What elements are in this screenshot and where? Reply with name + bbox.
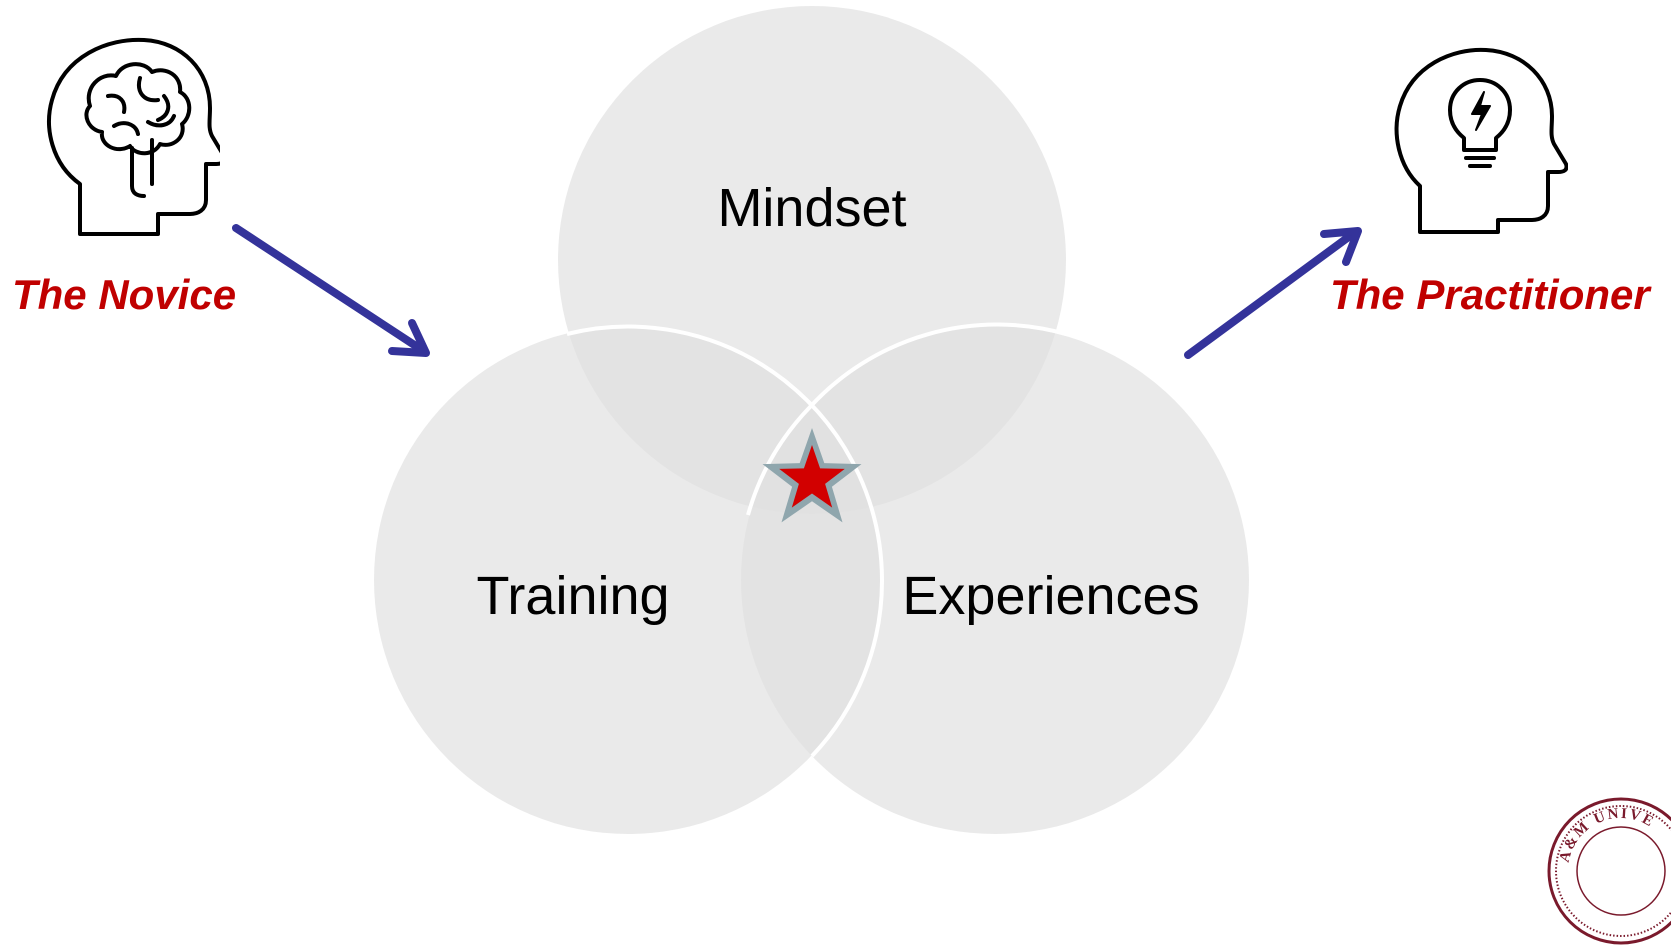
venn-diagram: Mindset Training Experiences bbox=[232, 6, 1362, 834]
university-seal-logo: A&M UNIVE bbox=[1547, 797, 1671, 945]
experiences-label: Experiences bbox=[902, 566, 1199, 626]
experiences-circle-divider bbox=[746, 322, 1067, 516]
novice-to-diagram-arrow bbox=[232, 224, 430, 357]
head-with-brain-icon bbox=[47, 37, 220, 236]
mindset-label: Mindset bbox=[717, 178, 906, 238]
training-label: Training bbox=[476, 566, 669, 626]
experiences-circle bbox=[741, 326, 1249, 834]
head-with-lightbulb-icon bbox=[1394, 47, 1568, 234]
training-circle bbox=[374, 326, 882, 834]
star-icon bbox=[762, 428, 862, 523]
practitioner-label: The Practitioner bbox=[1330, 271, 1650, 318]
star-fill bbox=[779, 445, 845, 508]
venn-diagram-slide: Mindset Training Experiences The Novice bbox=[12, 6, 1671, 945]
novice-label: The Novice bbox=[12, 271, 237, 318]
diagram-to-practitioner-arrow bbox=[1184, 227, 1362, 359]
